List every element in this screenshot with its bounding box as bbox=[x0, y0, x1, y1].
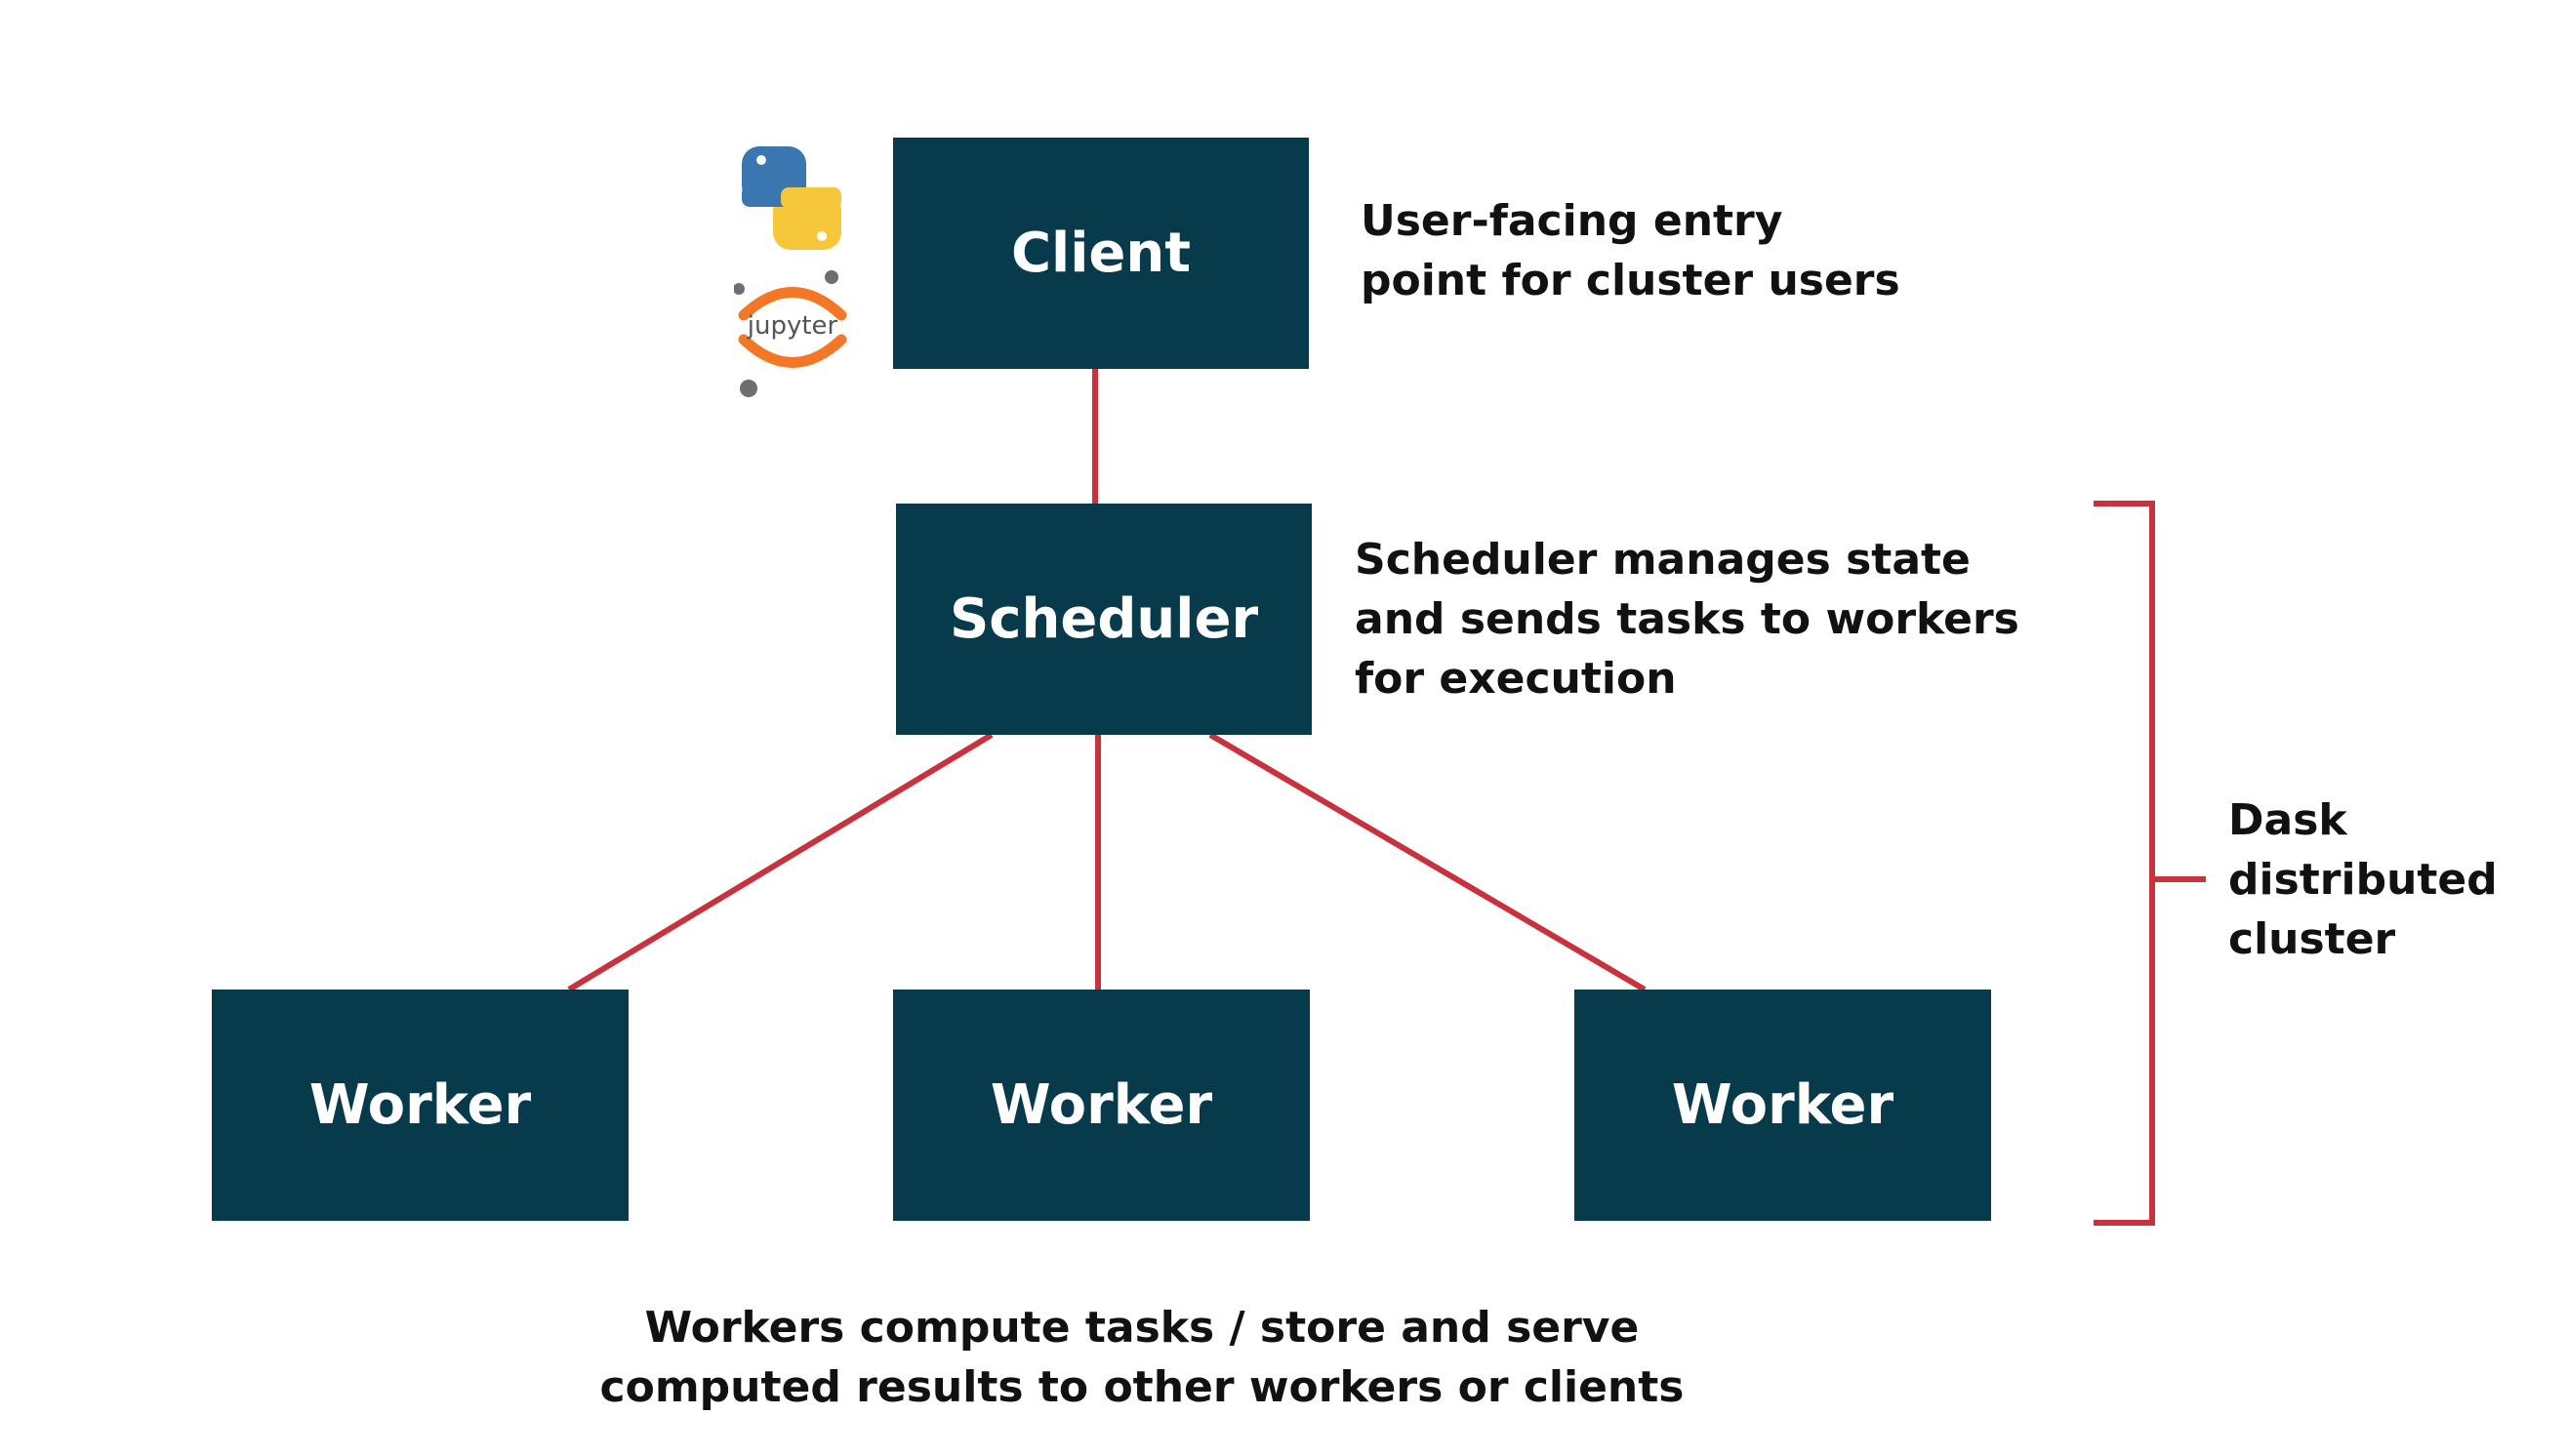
connector-scheduler-worker-3 bbox=[1208, 732, 1647, 992]
annotation-line: User-facing entry bbox=[1361, 196, 1783, 246]
worker-label: Worker bbox=[1671, 1073, 1894, 1137]
logo-stack: jupyter bbox=[733, 144, 851, 403]
annotation-line: point for cluster users bbox=[1361, 256, 1900, 305]
annotation-line: Scheduler manages state bbox=[1355, 535, 1971, 585]
client-label: Client bbox=[1010, 222, 1192, 285]
annotation-line: Workers compute tasks / store and serve bbox=[644, 1303, 1640, 1353]
annotation-line: Dask bbox=[2228, 795, 2347, 845]
jupyter-logo-text: jupyter bbox=[747, 311, 838, 341]
worker-label: Worker bbox=[990, 1073, 1213, 1137]
client-node: Client bbox=[893, 138, 1309, 369]
annotation-line: cluster bbox=[2228, 914, 2396, 964]
worker-node: Worker bbox=[1574, 990, 1991, 1221]
annotation-line: and sends tasks to workers bbox=[1355, 594, 2019, 644]
annotation-line: computed results to other workers or cli… bbox=[599, 1362, 1685, 1412]
connector-scheduler-worker-1 bbox=[567, 732, 994, 992]
annotation-line: distributed bbox=[2228, 855, 2498, 905]
jupyter-logo-icon: jupyter bbox=[733, 270, 847, 397]
scheduler-annotation: Scheduler manages state and sends tasks … bbox=[1355, 530, 2019, 708]
worker-node: Worker bbox=[212, 990, 629, 1221]
client-annotation: User-facing entry point for cluster user… bbox=[1361, 191, 1900, 310]
scheduler-node: Scheduler bbox=[896, 504, 1312, 735]
cluster-bracket bbox=[2094, 501, 2206, 1226]
cluster-annotation: Dask distributed cluster bbox=[2228, 790, 2498, 969]
annotation-line: for execution bbox=[1355, 654, 1677, 704]
python-logo-icon bbox=[742, 146, 841, 250]
worker-node: Worker bbox=[893, 990, 1310, 1221]
worker-label: Worker bbox=[308, 1073, 532, 1137]
workers-annotation: Workers compute tasks / store and serve … bbox=[488, 1298, 1796, 1417]
scheduler-label: Scheduler bbox=[949, 587, 1259, 651]
